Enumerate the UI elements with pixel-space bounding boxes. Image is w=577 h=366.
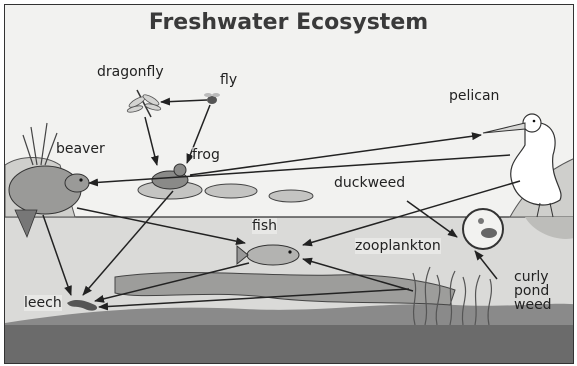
arrow-dragonfly-to-frog [145, 117, 157, 165]
label-pelican: pelican [449, 88, 499, 104]
dragonfly-illustration [127, 90, 162, 117]
label-curly-pond-weed: curly pond weed [514, 270, 552, 312]
page-title: Freshwater Ecosystem [0, 10, 577, 35]
label-zooplankton: zooplankton [355, 238, 441, 254]
arrow-frog-to-pelican [190, 135, 481, 175]
label-weed: weed [514, 298, 552, 312]
label-fish: fish [252, 218, 277, 234]
label-dragonfly: dragonfly [97, 64, 164, 80]
label-curly: curly [514, 270, 552, 284]
label-beaver: beaver [56, 141, 105, 157]
pond-floor [5, 323, 574, 364]
fly-illustration [204, 93, 220, 104]
label-leech: leech [24, 295, 62, 311]
zooplankton-magnifier [463, 209, 503, 249]
arrow-fly-to-dragonfly [161, 100, 207, 102]
label-frog: frog [192, 147, 220, 163]
diagram-frame [4, 4, 574, 364]
ecosystem-illustration [5, 5, 574, 364]
label-duckweed: duckweed [334, 175, 405, 191]
label-fly: fly [220, 72, 237, 88]
label-pond: pond [514, 284, 552, 298]
